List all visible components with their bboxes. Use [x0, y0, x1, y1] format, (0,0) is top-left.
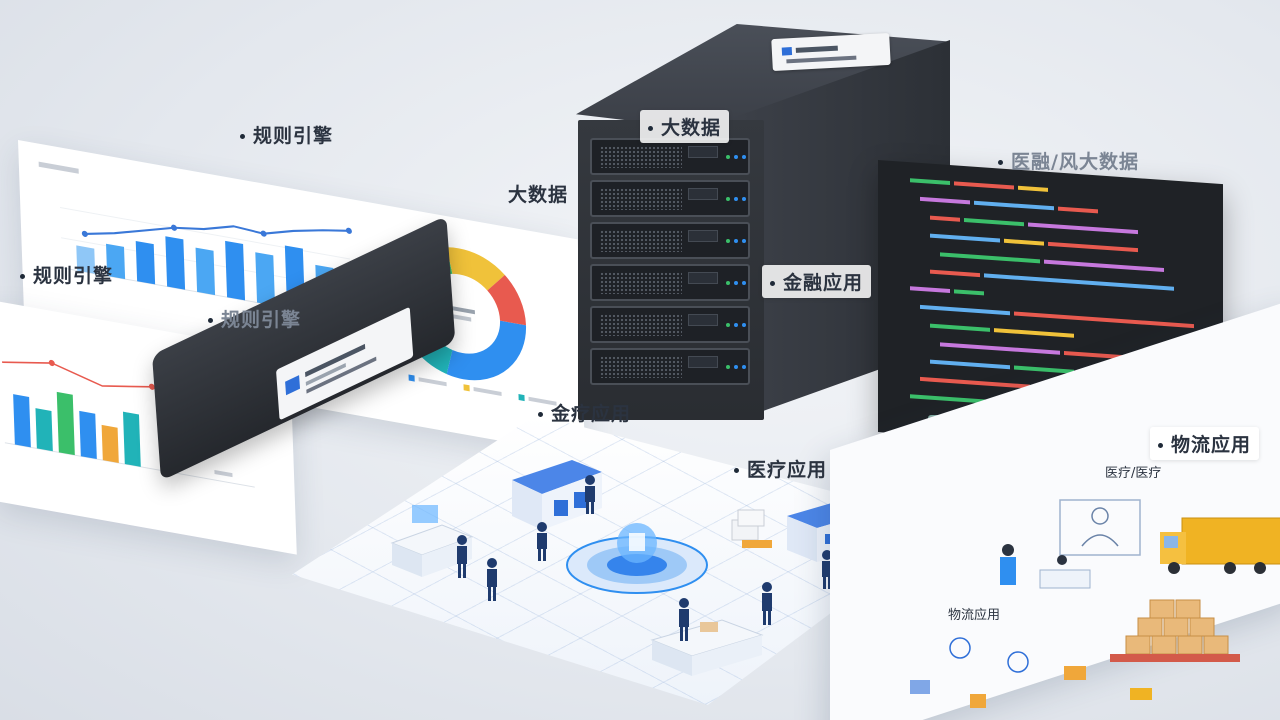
tag-rule-engine-1: 规则引擎: [232, 118, 341, 151]
tag-finance-app: 金融应用: [762, 265, 872, 298]
bar: [35, 408, 53, 452]
bar: [13, 394, 31, 448]
box-icon: [1110, 599, 1240, 662]
device-label-graphics: [285, 343, 377, 396]
bar: [79, 410, 97, 460]
logistics-medical-scene: [910, 499, 1280, 708]
trend-point: [81, 230, 88, 237]
bar: [225, 240, 246, 301]
bar: [56, 391, 75, 456]
donut-center-label: [446, 305, 475, 315]
server-drive-bay: [590, 306, 750, 343]
truck-icon: [1160, 517, 1280, 574]
person: [463, 564, 466, 578]
person: [457, 546, 467, 564]
bar: [195, 247, 216, 296]
trend-point: [171, 224, 178, 231]
dashboard-card-secondary: [0, 300, 297, 555]
tag-rule-engine-3: 规则引擎: [200, 302, 309, 335]
hologram-icon: [566, 523, 708, 594]
hardware-device-label: [276, 306, 414, 421]
server-label: [771, 32, 891, 72]
medical-staff: [1000, 544, 1091, 589]
donut-slice: [396, 247, 527, 381]
bar: [122, 411, 141, 467]
package-icon: [1064, 666, 1086, 680]
package-icon: [910, 680, 930, 694]
code-lines: [890, 176, 1194, 409]
cart-icon: [970, 694, 986, 708]
bar: [101, 424, 119, 463]
bar: [135, 240, 156, 285]
board-right-title-bottom: 物流应用: [948, 608, 1001, 623]
code-editor-icon: [878, 160, 1223, 457]
people-figures: [457, 475, 832, 641]
device-logo-icon: [285, 375, 301, 396]
tag-medical-app: 医疗应用: [726, 452, 835, 485]
bar: [106, 243, 126, 280]
server-icon: [578, 120, 764, 420]
donut-center-label: [451, 313, 472, 322]
tag-medical-finance-big-data: 医融/风大数据: [990, 144, 1147, 177]
axis-tick-label: [214, 469, 233, 478]
donut-slice: [396, 247, 527, 381]
tag-big-data-1: 大数据: [508, 184, 569, 206]
server-drive-bay: [590, 180, 750, 217]
trend-point: [260, 230, 267, 237]
central-board-scene: [390, 460, 872, 676]
service-desk: [650, 619, 764, 676]
person: [457, 535, 467, 545]
bar: [165, 236, 186, 290]
bar: [76, 245, 96, 274]
truck-icon: [1130, 688, 1152, 700]
server-drive-bay: [590, 222, 750, 259]
trend-point: [345, 227, 352, 234]
logistics-icon-row: [910, 637, 1152, 708]
box-icon: [731, 509, 772, 548]
server-logo-icon: [781, 47, 793, 56]
trend-point: [48, 359, 55, 367]
doctor-icon: [1059, 499, 1141, 556]
route-icon: [1007, 651, 1029, 673]
board-right-title-top: 医疗/医疗: [1105, 466, 1162, 481]
bar: [255, 252, 276, 306]
server-drive-bay: [590, 264, 750, 301]
donut-legend: [408, 374, 557, 406]
server-label-graphics: [781, 45, 857, 64]
courier-icon: [949, 637, 971, 659]
tag-rule-engine-2: 规则引擎: [12, 258, 121, 291]
tag-jinliao-app: 金疗应用: [530, 396, 639, 429]
trend-line: [84, 225, 350, 235]
tag-logistics-app: 物流应用: [1150, 427, 1260, 460]
card-title-placeholder: [38, 161, 79, 174]
server-drive-bay: [590, 348, 750, 385]
server-drive-bay: [590, 138, 750, 175]
tag-big-data-2: 大数据: [640, 110, 730, 143]
dashboard-card-secondary-graphics: [1, 359, 255, 488]
person: [458, 564, 461, 578]
